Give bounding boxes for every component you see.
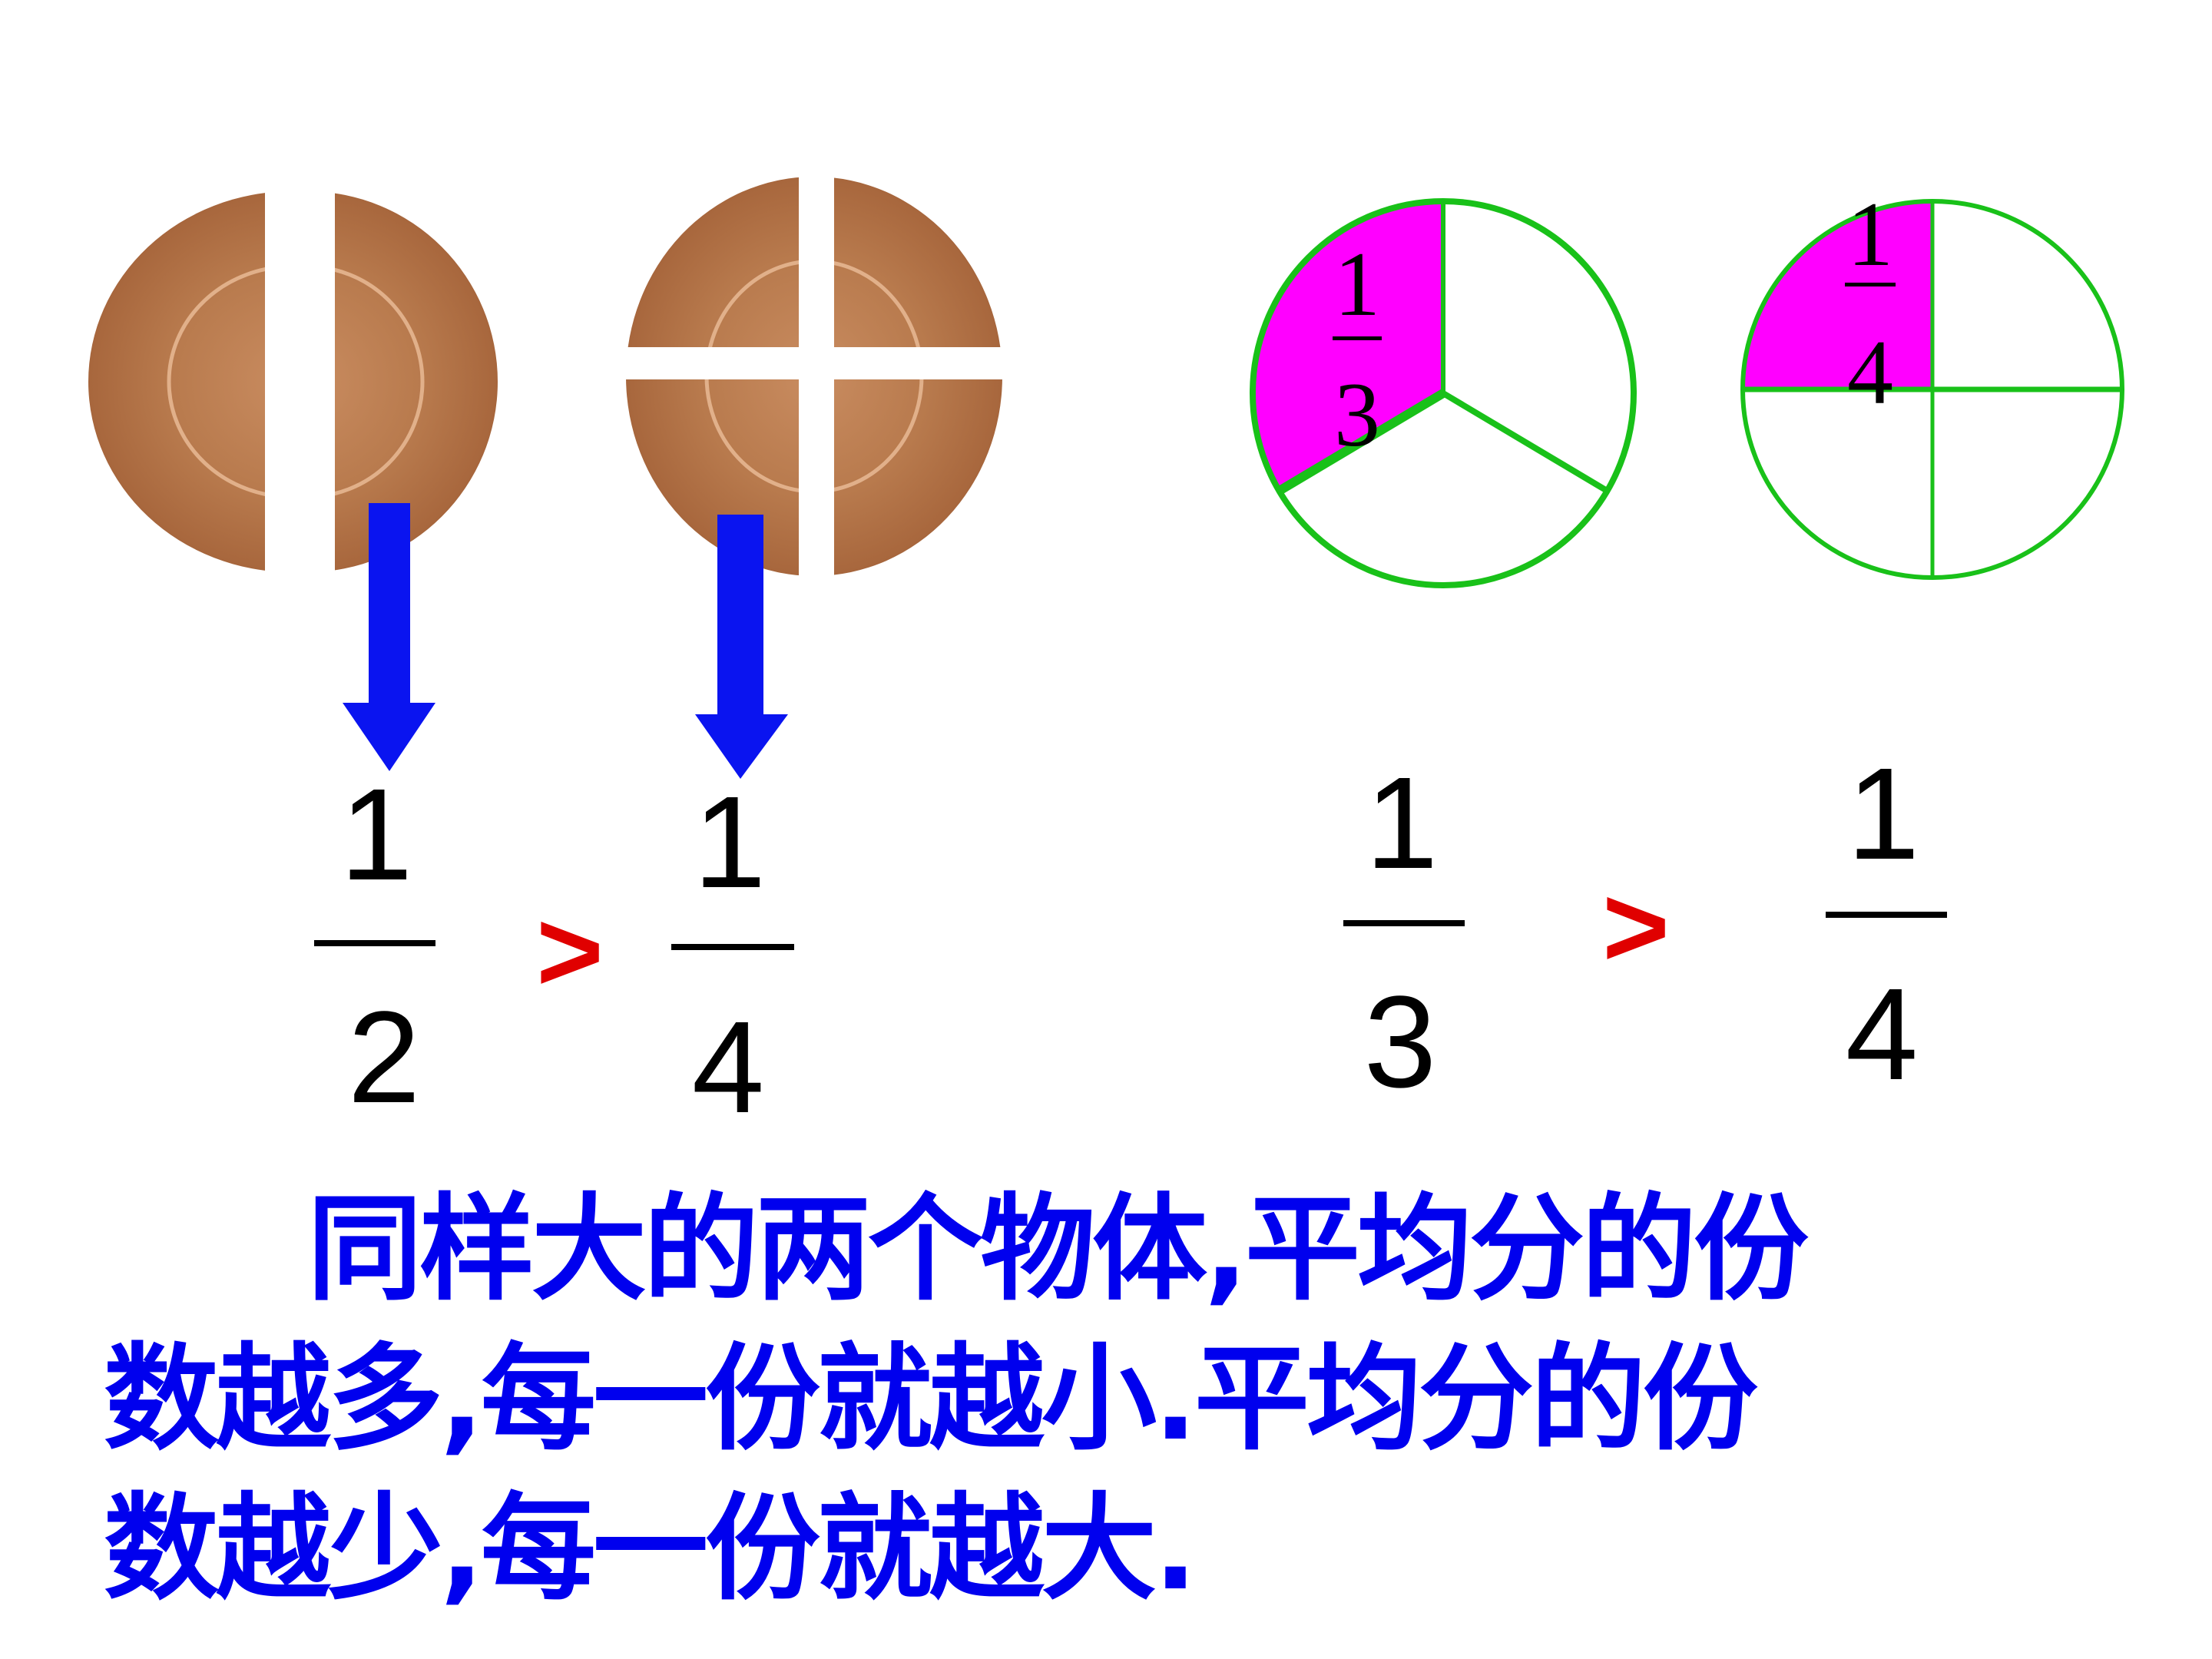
numerator: 1 — [340, 762, 413, 908]
cookie-half-left — [88, 193, 265, 571]
denominator: 4 — [692, 995, 765, 1141]
conclusion-text: 同样大的两个物体,平均分的份 数越多,每一份就越小.平均分的份 数越少,每一份就… — [104, 1175, 2024, 1624]
fraction-one-third: 1 3 — [1343, 750, 1465, 1115]
conclusion-line: 数越少,每一份就越大. — [104, 1482, 1197, 1616]
denominator: 3 — [1334, 363, 1380, 465]
numerator: 1 — [694, 770, 767, 916]
arrow-down-icon — [695, 515, 788, 779]
greater-than-sign: > — [1602, 862, 1670, 991]
greater-than-sign: > — [536, 886, 604, 1015]
denominator: 4 — [1846, 962, 1919, 1108]
fraction-one-quarter: 1 4 — [671, 770, 794, 1141]
denominator: 3 — [1364, 969, 1437, 1115]
arrow-down-icon — [343, 503, 435, 771]
numerator: 1 — [1366, 750, 1439, 896]
cookie-half-right — [335, 193, 498, 571]
cookie-quarters — [614, 154, 1014, 599]
numerator: 1 — [1847, 741, 1920, 887]
conclusion-line: 数越多,每一份就越小.平均分的份 — [104, 1333, 1758, 1466]
fraction-one-quarter-right: 1 4 — [1826, 741, 1947, 1108]
conclusion-line: 同样大的两个物体,平均分的份 — [307, 1183, 1809, 1316]
numerator: 1 — [1847, 183, 1893, 285]
denominator: 2 — [348, 985, 421, 1131]
circle-quarters: 1 4 — [1740, 183, 2124, 580]
cookie-halves — [88, 193, 498, 571]
fraction-one-half: 1 2 — [314, 762, 435, 1131]
circle-thirds: 1 3 — [1250, 198, 1637, 588]
denominator: 4 — [1847, 321, 1893, 423]
numerator: 1 — [1334, 233, 1380, 335]
